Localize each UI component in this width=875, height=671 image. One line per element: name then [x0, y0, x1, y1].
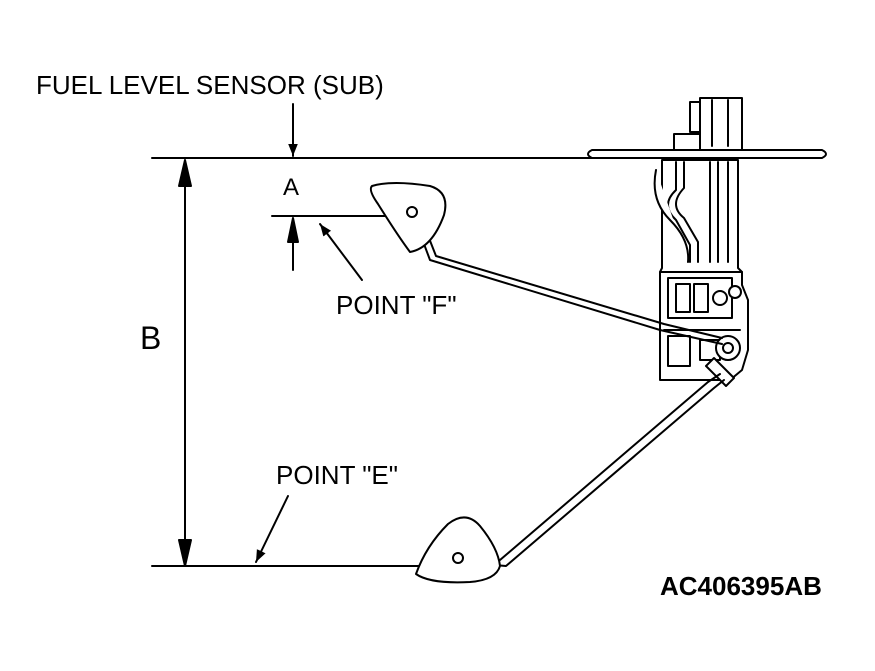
top-connector — [673, 97, 743, 151]
lower-float-arm — [457, 373, 725, 567]
lower-float — [415, 516, 501, 584]
flange-plate — [587, 149, 827, 159]
figure-code-label: AC406395AB — [660, 571, 822, 601]
point-f-label: POINT "F" — [336, 290, 457, 320]
point-f-leader — [319, 223, 363, 281]
dimension-b-label: B — [140, 320, 162, 356]
sensor-body — [653, 159, 749, 387]
point-e-leader — [255, 495, 289, 563]
upper-float — [369, 182, 447, 253]
point-e-label: POINT "E" — [276, 460, 399, 490]
dimension-a-arrow — [287, 217, 299, 271]
dimension-b-line — [178, 159, 192, 567]
dimension-a-label: A — [283, 174, 300, 201]
sensor-title-label: FUEL LEVEL SENSOR (SUB) — [36, 70, 384, 100]
